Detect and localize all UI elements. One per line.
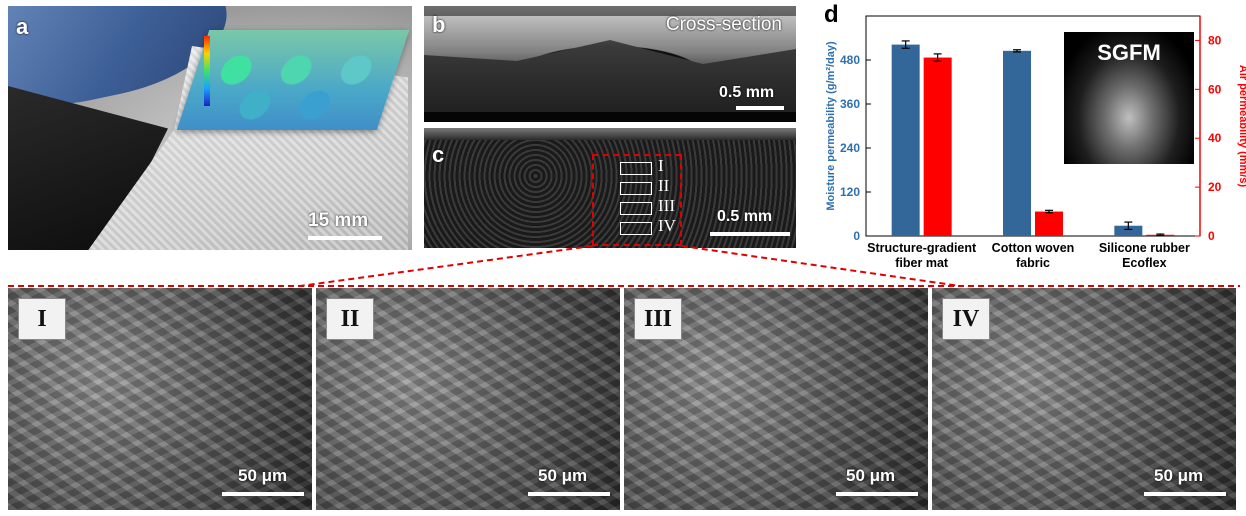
category-label: Silicone rubber bbox=[1099, 241, 1190, 255]
sem-tag-1: I bbox=[18, 298, 66, 340]
category-label: fiber mat bbox=[895, 256, 949, 270]
roi-label-2: II bbox=[658, 176, 670, 195]
divider-strip bbox=[424, 112, 796, 122]
sem-scale-text-2: 50 μm bbox=[538, 466, 588, 485]
sgfm-inset-photo: SGFM bbox=[1064, 32, 1194, 164]
right-tick-label: 20 bbox=[1208, 180, 1222, 194]
panel-c-scalebar bbox=[710, 232, 790, 236]
roi-label-3: III bbox=[658, 196, 675, 215]
panel-c-scale-text: 0.5 mm bbox=[717, 208, 773, 225]
sem-scale-text-3: 50 μm bbox=[846, 466, 896, 485]
sem-scalebar-2 bbox=[528, 492, 610, 496]
surface-line bbox=[424, 128, 796, 140]
roi-box-2 bbox=[620, 182, 652, 195]
sem-tag-4: IV bbox=[942, 298, 990, 340]
category-label: Cotton woven bbox=[992, 241, 1075, 255]
category-label: fabric bbox=[1016, 256, 1050, 270]
panel-b-scale-text: 0.5 mm bbox=[719, 84, 775, 101]
sem-panel-4: IV 50 μm bbox=[932, 288, 1236, 510]
roi-box-3 bbox=[620, 202, 652, 215]
panel-b-scalebar bbox=[736, 106, 784, 110]
panel-c-label: c bbox=[432, 142, 445, 167]
bar-moisture bbox=[891, 44, 920, 236]
sem-scale-text-1: 50 μm bbox=[238, 466, 288, 485]
sem-panel-1: I 50 μm bbox=[8, 288, 312, 510]
colorbar bbox=[204, 36, 210, 106]
category-label: Structure-gradient bbox=[867, 241, 977, 255]
panel-a-label: a bbox=[16, 14, 29, 39]
sem-scalebar-3 bbox=[836, 492, 918, 496]
roi-box-4 bbox=[620, 222, 652, 235]
sem-scalebar-4 bbox=[1144, 492, 1226, 496]
left-axis-title: Moisture permeability (g/m²/day) bbox=[825, 41, 837, 211]
bar-air bbox=[1035, 211, 1063, 236]
right-tick-label: 40 bbox=[1208, 131, 1222, 145]
sem-tag-2: II bbox=[326, 298, 374, 340]
sem-tag-3: III bbox=[634, 298, 682, 340]
panel-b-sem: b Cross-section 0.5 mm bbox=[424, 6, 796, 122]
left-tick-label: 360 bbox=[840, 97, 860, 111]
panel-b-label: b bbox=[432, 12, 446, 37]
right-tick-label: 0 bbox=[1208, 229, 1215, 243]
left-tick-label: 480 bbox=[840, 53, 860, 67]
roi-label-1: I bbox=[658, 156, 664, 175]
right-axis-title: Air permeability (mm/s) bbox=[1237, 65, 1246, 188]
connector-left bbox=[299, 245, 593, 287]
panel-a-scalebar bbox=[308, 236, 382, 240]
category-label: Ecoflex bbox=[1122, 256, 1167, 270]
roi-label-4: IV bbox=[658, 216, 676, 235]
sem-scale-text-4: 50 μm bbox=[1154, 466, 1204, 485]
roi-dashed-box bbox=[592, 154, 682, 246]
panel-c-sem: c I II III IV 0.5 mm bbox=[424, 128, 796, 248]
panel-d-label: d bbox=[824, 1, 839, 28]
right-tick-label: 80 bbox=[1208, 33, 1222, 47]
left-tick-label: 120 bbox=[840, 185, 860, 199]
left-tick-label: 240 bbox=[840, 141, 860, 155]
sem-scalebar-1 bbox=[222, 492, 304, 496]
sgfm-inset-label: SGFM bbox=[1097, 40, 1161, 65]
bar-moisture bbox=[1114, 225, 1143, 236]
connector-right bbox=[681, 245, 961, 287]
bar-moisture bbox=[1003, 50, 1031, 237]
panel-a-photo: a 15 mm bbox=[8, 6, 412, 250]
left-tick-label: 0 bbox=[853, 229, 860, 243]
roi-box-1 bbox=[620, 162, 652, 175]
cross-section-title: Cross-section bbox=[665, 14, 782, 35]
bar-air bbox=[923, 57, 952, 236]
sem-panel-2: II 50 μm bbox=[316, 288, 620, 510]
right-tick-label: 60 bbox=[1208, 82, 1222, 96]
panel-a-scale-text: 15 mm bbox=[308, 210, 369, 231]
sem-panel-3: III 50 μm bbox=[624, 288, 928, 510]
